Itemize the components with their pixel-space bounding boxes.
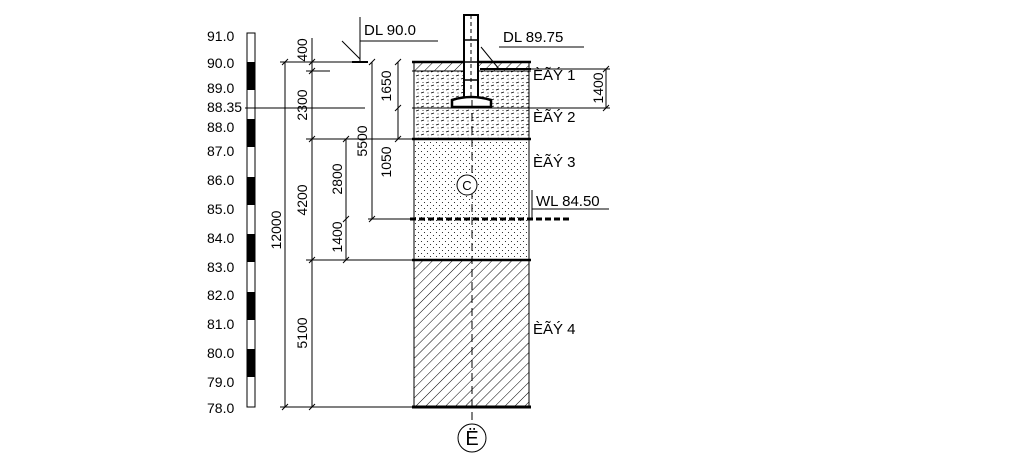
scale-label: 84.0	[207, 230, 234, 246]
wl-label: WL 84.50	[536, 193, 600, 210]
scale-label: 85.0	[207, 201, 234, 217]
scale-block	[247, 62, 255, 90]
dim-label-12000: 12000	[268, 210, 284, 249]
dim-tick	[308, 135, 316, 143]
dim-label-1050: 1050	[378, 146, 394, 177]
scale-block	[247, 349, 255, 377]
dim-label-2800: 2800	[329, 163, 345, 194]
scale-block	[247, 234, 255, 262]
dim-tick	[308, 256, 316, 264]
scale-label: 86.0	[207, 172, 234, 188]
scale-block	[247, 119, 255, 147]
layer-label-3: ÈÃÝ 3	[533, 154, 576, 171]
dim-tick	[281, 403, 289, 411]
scale-label: 82.0	[207, 287, 234, 303]
dim-label-5100: 5100	[294, 317, 310, 348]
dim-label-5500: 5500	[354, 125, 370, 156]
axis-marker-circle	[457, 423, 487, 453]
dl-left-label: DL 90.0	[364, 22, 416, 39]
dim-tick	[342, 135, 350, 143]
scale-label: 83.0	[207, 259, 234, 275]
dim-label-400: 400	[294, 38, 310, 62]
dl-right-label: DL 89.75	[503, 29, 563, 46]
dim-tick	[281, 58, 289, 66]
scale-label: 88.35	[207, 99, 242, 115]
scale-block	[247, 292, 255, 320]
layer-label-4: ÈÃÝ 4	[533, 321, 576, 338]
axis-marker-label: Ë	[465, 428, 478, 450]
dim-tick	[394, 58, 402, 66]
scale-label: 90.0	[207, 55, 234, 71]
scale-block	[247, 177, 255, 205]
dimension-lines	[280, 38, 610, 411]
center-marker-label: C	[462, 178, 471, 193]
dim-label-2300: 2300	[294, 89, 310, 120]
dim-tick	[342, 215, 350, 223]
dim-tick	[602, 65, 610, 73]
foundation	[450, 14, 493, 109]
scale-label: 88.0	[207, 119, 234, 135]
scale-label: 81.0	[207, 316, 234, 332]
dim-label-1400: 1400	[329, 221, 345, 252]
dl-right-arrow	[480, 46, 500, 70]
dim-tick	[308, 67, 316, 75]
dim-tick	[394, 104, 402, 112]
dim-tick	[394, 135, 402, 143]
dim-label-4200: 4200	[294, 184, 310, 215]
dim-tick	[368, 58, 376, 66]
scale-label: 87.0	[207, 143, 234, 159]
layer-label-1: ÈÃÝ 1	[533, 67, 576, 84]
layer-labels: ÈÃÝ 1 ÈÃÝ 2 ÈÃÝ 3 ÈÃÝ 4	[533, 67, 576, 338]
level-markers: DL 90.0 DL 89.75 WL 84.50	[341, 17, 609, 219]
dim-tick	[342, 256, 350, 264]
scale-label: 78.0	[207, 400, 234, 416]
scale-label: 89.0	[207, 80, 234, 96]
scale-label: 79.0	[207, 374, 234, 390]
dim-label-1650: 1650	[378, 70, 394, 101]
scale-label: 80.0	[207, 345, 234, 361]
dim-tick	[602, 104, 610, 112]
circle-markers: C Ë	[456, 174, 487, 453]
dim-tick	[308, 403, 316, 411]
dim-label-1400-right: 1400	[590, 72, 606, 103]
dim-tick	[368, 215, 376, 223]
dimension-labels: 400 2300 4200 5100 12000 2800 1400 5500 …	[268, 38, 606, 348]
scale-label: 91.0	[207, 28, 234, 44]
elevation-scale: 91.0 90.0 89.0 88.35 88.0 87.0 86.0 85.0…	[207, 28, 365, 416]
dl-left-arrow	[341, 40, 361, 62]
layer-label-2: ÈÃÝ 2	[533, 109, 576, 126]
scale-bar	[246, 32, 256, 408]
center-marker-circle	[456, 174, 478, 196]
